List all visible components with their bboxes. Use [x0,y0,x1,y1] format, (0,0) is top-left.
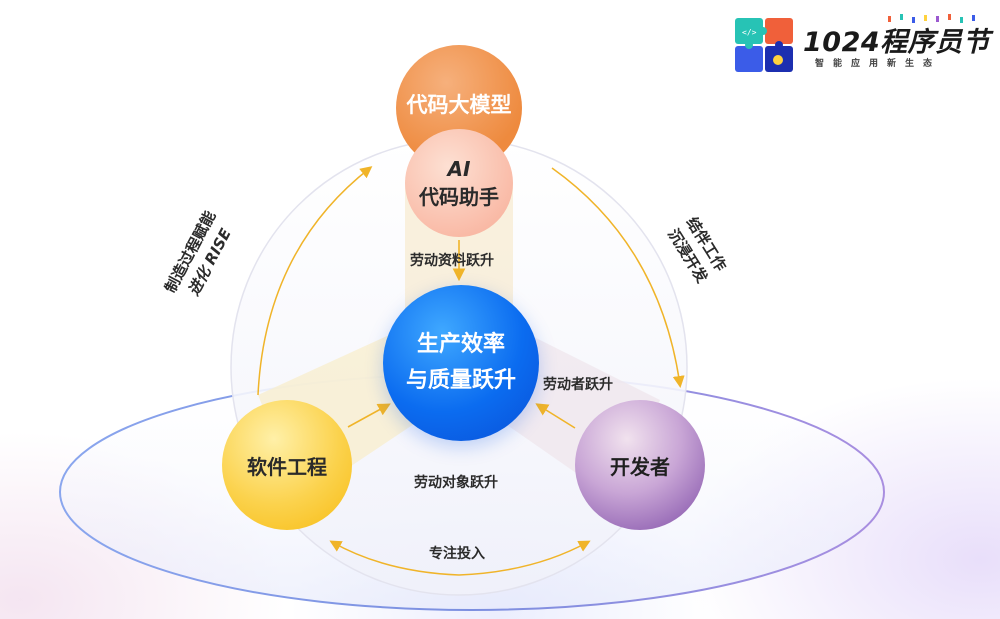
arc-left [257,166,373,396]
arc-right [551,167,685,388]
logo-subtitle: 智能应用新生态 [815,59,942,69]
confetti-decoration-icon [888,14,975,23]
arc-bottom-left [329,540,460,576]
logo-title: 1024程序员节 [803,27,991,58]
node-center-line1: 生产效率 [416,332,505,357]
node-se-label: 软件工程 [247,454,327,479]
label-labor-materials: 劳动资料跃升 [410,253,494,269]
label-focus: 专注投入 [429,546,485,562]
arc-bottom-right [458,540,591,576]
label-labor-object: 劳动对象跃升 [414,475,498,491]
node-dev-label: 开发者 [610,454,670,479]
arrow-se-to-center [347,403,391,428]
puzzle-logo-icon: </> [735,18,793,72]
node-ai-assistant: AI 代码助手 [405,129,513,237]
node-code-llm-label: 代码大模型 [406,93,512,117]
event-logo: </> 1024程序员节 智能应用新生态 [733,14,995,76]
node-developer: 开发者 [575,400,705,530]
label-labor-force: 劳动者跃升 [543,377,613,393]
node-ai-line1: AI [447,157,471,181]
node-productivity: 生产效率 与质量跃升 [383,285,539,441]
svg-text:</>: </> [742,28,757,37]
arrow-dev-to-center [535,403,576,429]
node-ai-line2: 代码助手 [419,185,499,209]
node-center-line2: 与质量跃升 [405,368,516,393]
node-software-engineering: 软件工程 [222,400,352,530]
